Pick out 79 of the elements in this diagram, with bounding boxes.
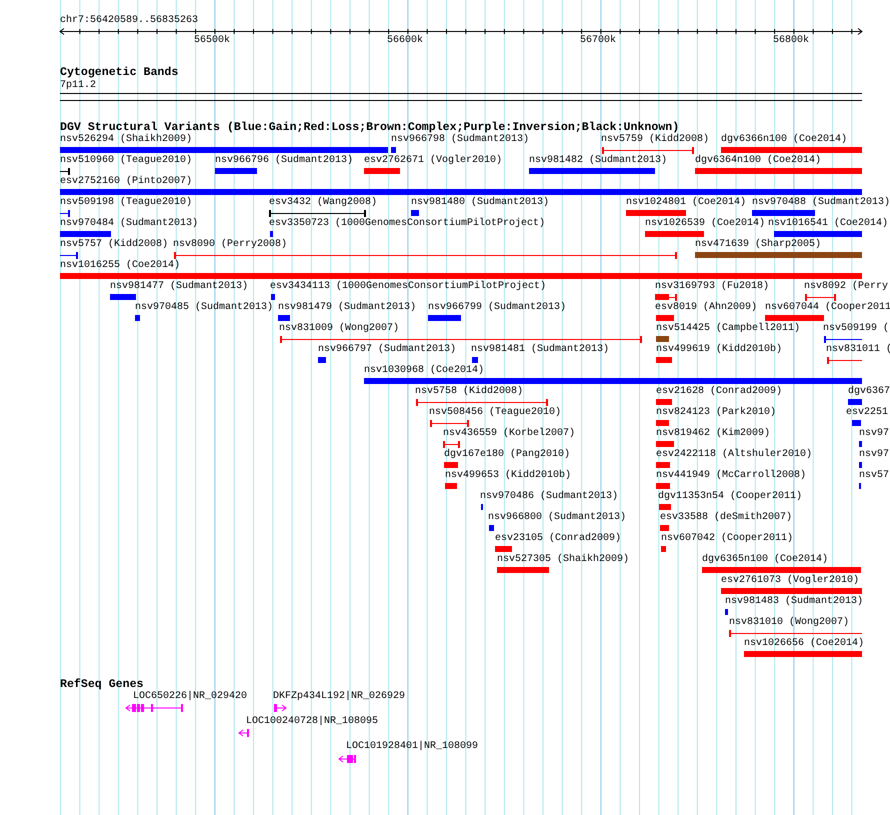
variant-label: nsv966796 (Sudmant2013) [215, 155, 354, 167]
variant-label: esv3434113 (1000GenomesConsortiumPilotProject) [270, 281, 546, 293]
variant-label: esv2761073 (Vogler2010) [721, 575, 860, 587]
variant-label: dgv6364n100 (Coe2014) [695, 155, 822, 167]
band-label: 7p11.2 [60, 80, 96, 92]
variant-label: nsv97 [859, 449, 890, 461]
track-title: Cytogenetic Bands [60, 67, 178, 79]
variant-label: nsv607042 (Cooper2011) [661, 533, 794, 545]
variant-label: esv2762671 (Vogler2010) [364, 155, 502, 167]
variant-label: dgv6365n100 (Coe2014) [702, 554, 828, 566]
gene-label: LOC650226|NR_029420 [133, 691, 248, 703]
variant-label: nsv510960 (Teague2010) [60, 155, 192, 167]
variant-label: nsv508456 (Teague2010) [429, 407, 562, 419]
variant-label: nsv966800 (Sudmant2013) [488, 512, 626, 524]
variant-label: nsv499619 (Kidd2010b) [656, 344, 782, 356]
tick-label: 56500k [194, 35, 230, 47]
variant-label: esv3350723 (1000GenomesConsortiumPilotProject) [269, 218, 546, 230]
variant-label: nsv1030968 (Coe2014) [364, 365, 484, 377]
variant-label: esv33588 (deSmith2007) [660, 512, 792, 524]
variant-label: nsv831011 ( [826, 344, 890, 356]
variant-label: nsv436559 (Korbel2007) [443, 428, 576, 440]
variant-label: nsv831009 (Wong2007) [279, 323, 400, 335]
variant-label: nsv1024801 (Coe2014) [626, 197, 746, 209]
variant-label: nsv499653 (Kidd2010b) [445, 470, 572, 482]
variant-label: nsv526294 (Shaikh2009) [60, 134, 192, 146]
variant-label: nsv5759 (Kidd2008) [601, 134, 710, 146]
variant-label: dgv167e180 (Pang2010) [444, 449, 570, 461]
variant-label: esv8019 (Ahn2009) [655, 302, 758, 314]
variant-label: nsv1016255 (Coe2014) [60, 260, 180, 272]
variant-label: nsv981482 (Sudmant2013) [529, 155, 668, 167]
variant-label: nsv509198 (Teague2010) [60, 197, 192, 209]
variant-label: dgv6366n100 (Coe2014) [721, 134, 848, 146]
variant-label: nsv1016541 (Coe2014) [768, 218, 888, 230]
gene-label: LOC100240728|NR_108095 [246, 716, 378, 728]
variant-label: nsv97 [859, 428, 890, 440]
variant-label: nsv819462 (Kim2009) [656, 428, 770, 440]
tick-label: 56600k [387, 35, 424, 47]
variant-label: esv2251 [846, 407, 888, 419]
variant-label: nsv5757 (Kidd2008) [60, 239, 168, 251]
variant-label: nsv970485 (Sudmant2013) [135, 302, 274, 314]
variant-label: nsv1026656 (Coe2014) [744, 638, 864, 650]
variant-label: nsv57 [859, 470, 890, 482]
variant-label: esv3432 (Wang2008) [269, 197, 378, 209]
variant-label: esv2752160 (Pinto2007) [60, 176, 192, 188]
variant-label: nsv514425 (Campbell2011) [656, 323, 800, 335]
variant-label: nsv970484 (Sudmant2013) [60, 218, 198, 230]
variant-label: nsv5758 (Kidd2008) [415, 386, 524, 398]
variant-label: nsv966799 (Sudmant2013) [428, 302, 566, 314]
gene-label: DKFZp434L192|NR_026929 [273, 691, 406, 703]
variant-label: nsv981483 (Sudmant2013) [725, 596, 864, 608]
variant-label: nsv509199 ( [823, 323, 890, 335]
variant-label: nsv981477 (Sudmant2013) [110, 281, 248, 293]
variant-label: nsv1026539 (Coe2014) [645, 218, 766, 230]
track-title: RefSeq Genes [60, 679, 144, 691]
variant-label: nsv966798 (Sudmant2013) [391, 134, 530, 146]
variant-label: nsv966797 (Sudmant2013) [318, 344, 456, 356]
tick-label: 56800k [773, 35, 810, 47]
variant-label: nsv3169793 (Fu2018) [655, 281, 770, 293]
variant-label: nsv471639 (Sharp2005) [695, 239, 822, 251]
variant-label: nsv970488 (Sudmant2013) [752, 197, 890, 209]
variant-label: nsv831010 (Wong2007) [729, 617, 850, 629]
variant-label: dgv11353n54 (Cooper2011) [658, 491, 802, 503]
variant-label: nsv8092 (Perry [804, 281, 888, 293]
variant-label: nsv824123 (Park2010) [656, 407, 776, 419]
variant-label: nsv981480 (Sudmant2013) [411, 197, 550, 209]
tick-label: 56700k [580, 35, 616, 47]
track-title: DGV Structural Variants (Blue:Gain;Red:Loss;Brown:Complex;Purple:Inversion;Black:Unknown) [60, 122, 680, 134]
variant-label: nsv981479 (Sudmant2013) [278, 302, 416, 314]
gene-label: LOC101928401|NR_108099 [346, 741, 478, 753]
variant-label: nsv441949 (McCarroll2008) [656, 470, 806, 482]
variant-label: esv21628 (Conrad2009) [656, 386, 782, 398]
variant-label: nsv8090 (Perry2008) [173, 239, 288, 251]
variant-label: nsv981481 (Sudmant2013) [471, 344, 610, 356]
variant-label: dgv6367 [848, 386, 890, 398]
variant-label: nsv970486 (Sudmant2013) [480, 491, 618, 503]
variant-label: esv23105 (Conrad2009) [495, 533, 622, 545]
coordinate-label: chr7:56420589..56835263 [60, 15, 198, 27]
variant-label: esv2422118 (Altshuler2010) [656, 449, 812, 461]
variant-label: nsv527305 (Shaikh2009) [497, 554, 630, 566]
